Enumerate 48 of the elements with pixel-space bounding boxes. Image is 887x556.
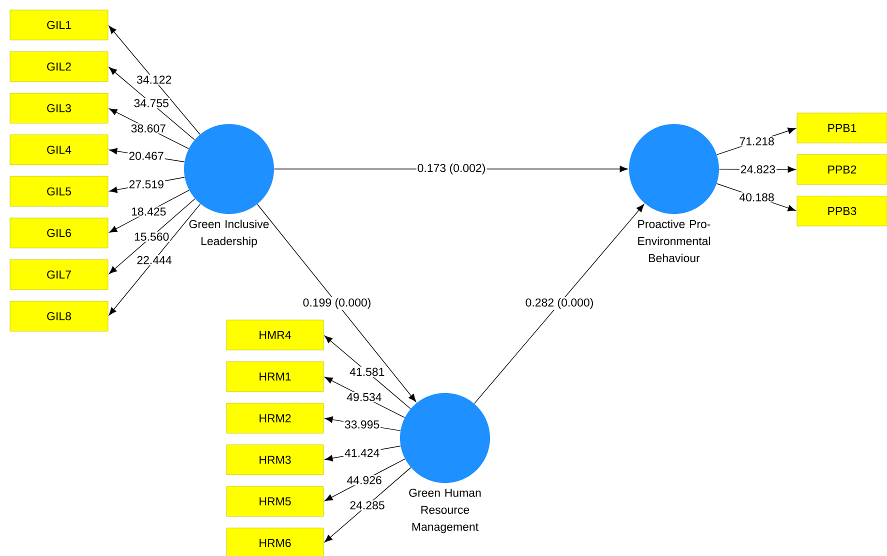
edge-label: 40.188 [738, 192, 776, 202]
indicator-box: HRM6 [226, 528, 324, 556]
indicator-box: GIL5 [10, 176, 108, 207]
indicator-box: GIL4 [10, 134, 108, 165]
arrow [108, 67, 195, 140]
indicator-box: PPB3 [796, 196, 887, 226]
indicator-box: GIL8 [10, 301, 108, 332]
indicator-box: PPB2 [796, 154, 887, 185]
indicator-box: HRM2 [226, 403, 324, 434]
arrow [474, 204, 644, 404]
edge-label: 20.467 [128, 150, 165, 161]
indicator-box: GIL1 [10, 10, 108, 40]
construct-label: Green Human Resource Management [409, 488, 481, 534]
arrow [256, 204, 416, 402]
indicator-box: HMR4 [226, 320, 324, 350]
edge-label: 24.285 [348, 500, 386, 510]
construct-label: Green Inclusive Leadership [189, 220, 269, 248]
indicator-box: PPB1 [796, 112, 887, 144]
construct-label: Proactive Pro-Environmental Behaviour [638, 220, 710, 262]
arrow [108, 198, 196, 274]
arrow [324, 467, 412, 542]
indicator-box: HRM1 [226, 361, 324, 392]
indicator-box: GIL2 [10, 51, 108, 82]
arrow [324, 336, 411, 410]
indicator-box: GIL3 [10, 93, 108, 124]
edge-label: 0.199 (0.000) [302, 297, 372, 310]
edge-label: 15.560 [133, 232, 170, 242]
edge-label: 34.755 [132, 98, 170, 108]
indicator-box: HRM3 [226, 444, 324, 475]
edge-label: 22.444 [136, 255, 173, 266]
edge-label: 71.218 [738, 136, 776, 146]
edge-label: 34.122 [136, 74, 173, 85]
edge-label: 0.173 (0.002) [416, 162, 487, 176]
indicator-box: GIL6 [10, 218, 108, 248]
arrow [108, 26, 200, 135]
edge-label: 41.424 [344, 448, 381, 458]
edge-label: 0.282 (0.000) [524, 297, 595, 310]
edge-label: 49.534 [346, 392, 383, 402]
indicator-box: GIL7 [10, 259, 108, 290]
edge-label: 18.425 [130, 206, 168, 217]
edge-label: 38.607 [130, 123, 167, 134]
indicator-box: HRM5 [226, 486, 324, 517]
arrow [108, 204, 201, 316]
edge-label: 27.519 [128, 179, 165, 190]
edge-label: 44.926 [346, 475, 383, 486]
edge-label: 33.995 [343, 419, 381, 430]
edge-label: 24.823 [739, 164, 777, 174]
edge-label: 41.581 [348, 366, 386, 377]
